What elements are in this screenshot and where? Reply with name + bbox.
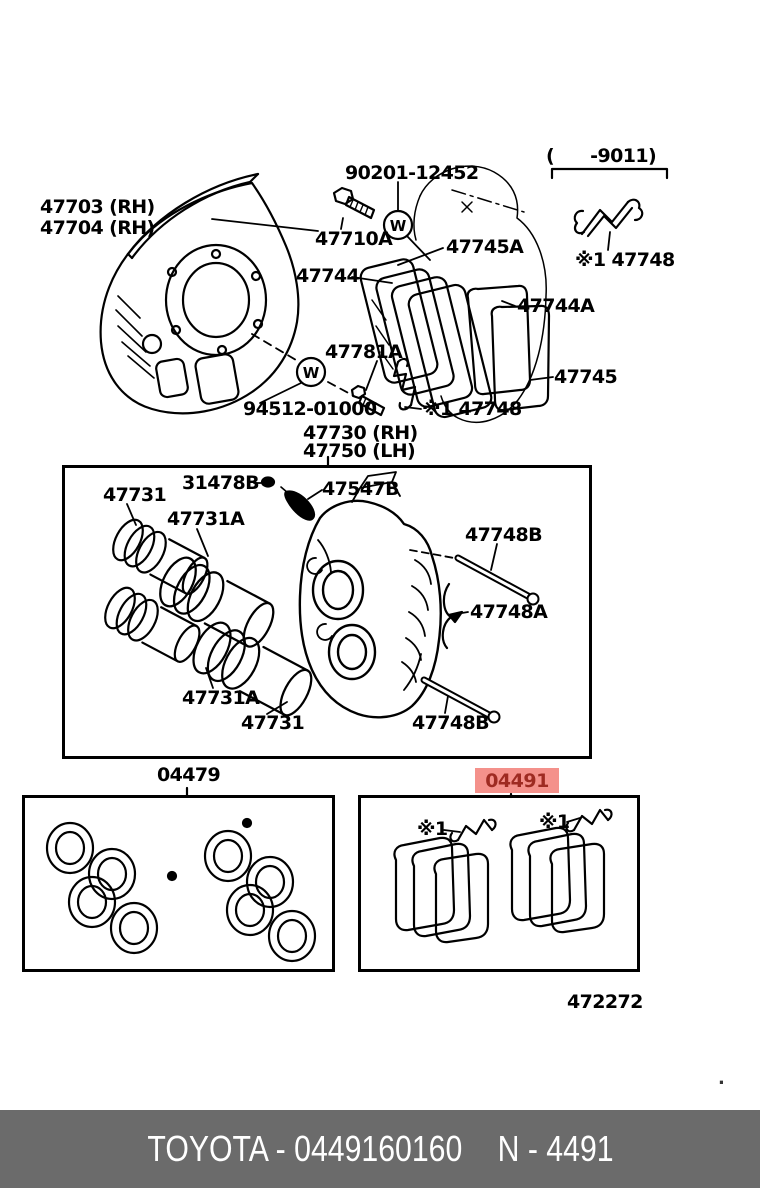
label-04491: 04491 (485, 769, 549, 792)
ref-marker-1: ※1 (417, 818, 448, 840)
date-range-bracket (550, 167, 669, 180)
pad-stack-drawing (351, 247, 493, 419)
label-47730-rh: 47730 (RH) (303, 422, 418, 444)
label-date-range: ( -9011) (546, 145, 657, 167)
label-47748b-bottom: 47748B (412, 712, 490, 734)
seal-cluster-2 (203, 817, 317, 963)
label-47748-mid: ※1 47748 (422, 398, 522, 420)
seal-kit-art (45, 817, 317, 963)
cap-31478b-drawing (253, 476, 276, 488)
label-90201-12452: 90201-12452 (345, 162, 479, 184)
bleeder-47547b-drawing (280, 486, 323, 521)
overhaul-parts-box (62, 465, 592, 759)
label-31478b: 31478B (182, 472, 260, 494)
seal-kit-box (22, 795, 335, 972)
slide-pin-2-drawing (420, 676, 501, 724)
clip-47748a-drawing (441, 582, 469, 650)
ref-marker-2: ※1 (539, 811, 570, 833)
footer-bar: TOYOTA - 0449160160 N - 4491 (0, 1110, 760, 1188)
label-47547b: 47547B (322, 478, 400, 500)
label-47710a: 47710A (315, 228, 393, 250)
clip-47748-mid-drawing (392, 357, 422, 411)
clip-47748-top-drawing (573, 198, 644, 251)
label-47750-lh: 47750 (LH) (303, 440, 416, 462)
washer-symbol-1 (382, 181, 431, 261)
label-04491-highlight: 04491 (475, 768, 559, 793)
washer-symbol-letter-1: W (390, 217, 407, 235)
dust-shield-drawing (99, 172, 319, 415)
label-47704: 47704 (RH) (40, 217, 155, 239)
label-47748-top: ※1 47748 (575, 249, 675, 271)
label-94512-01000: 94512-01000 (243, 398, 377, 420)
slide-pin-1-drawing (409, 543, 540, 606)
label-472272: 472272 (567, 991, 643, 1013)
footer-page-ref: N - 4491 (497, 1128, 614, 1169)
label-47744a: 47744A (517, 295, 595, 317)
footer-catalog-number: TOYOTA - 0449160160 (146, 1128, 462, 1169)
caliper-ghost-drawing (413, 165, 547, 423)
label-04479: 04479 (157, 764, 221, 786)
label-47703: 47703 (RH) (40, 196, 155, 218)
label-47744: 47744 (296, 265, 360, 287)
stray-dot: . (718, 1068, 725, 1089)
label-47745a: 47745A (446, 236, 524, 258)
label-47731a-bottom: 47731A (182, 687, 260, 709)
label-47731-top: 47731 (103, 484, 167, 506)
label-47748a: 47748A (470, 601, 548, 623)
washer-symbol-letter-2: W (303, 364, 320, 382)
label-47748b-top: 47748B (465, 524, 543, 546)
bolt-90201-drawing (332, 186, 376, 230)
pad-47745-drawing (490, 304, 554, 412)
label-47731a-top: 47731A (167, 508, 245, 530)
seal-cluster-1 (45, 821, 178, 955)
label-47781a: 47781A (325, 341, 403, 363)
pad-kit-art (393, 808, 613, 944)
washer-symbol-2 (251, 333, 355, 404)
pad-kit-box (358, 795, 640, 972)
label-47731-bottom: 47731 (241, 712, 305, 734)
label-47745: 47745 (554, 366, 618, 388)
overhaul-leader-lines (126, 503, 288, 715)
